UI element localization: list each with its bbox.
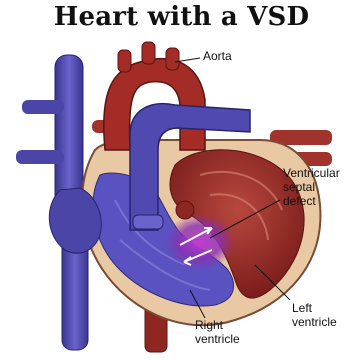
label-left-ventricle: Left ventricle — [292, 301, 337, 329]
aorta-branch-3 — [166, 48, 179, 70]
valve-dot — [176, 201, 194, 219]
pulmonary-vessel-left-1 — [22, 100, 64, 114]
aorta-branch-2 — [142, 42, 155, 64]
aorta-branch-1 — [118, 50, 131, 72]
label-aorta: Aorta — [203, 49, 232, 63]
label-ventricular-septal-defect: Ventricular septal defect — [283, 166, 340, 208]
pulmonary-artery-stub — [133, 215, 163, 229]
septal-defect — [165, 214, 235, 270]
pulmonary-vessel-left-2 — [16, 150, 64, 164]
label-right-ventricle: Right ventricle — [195, 318, 240, 346]
